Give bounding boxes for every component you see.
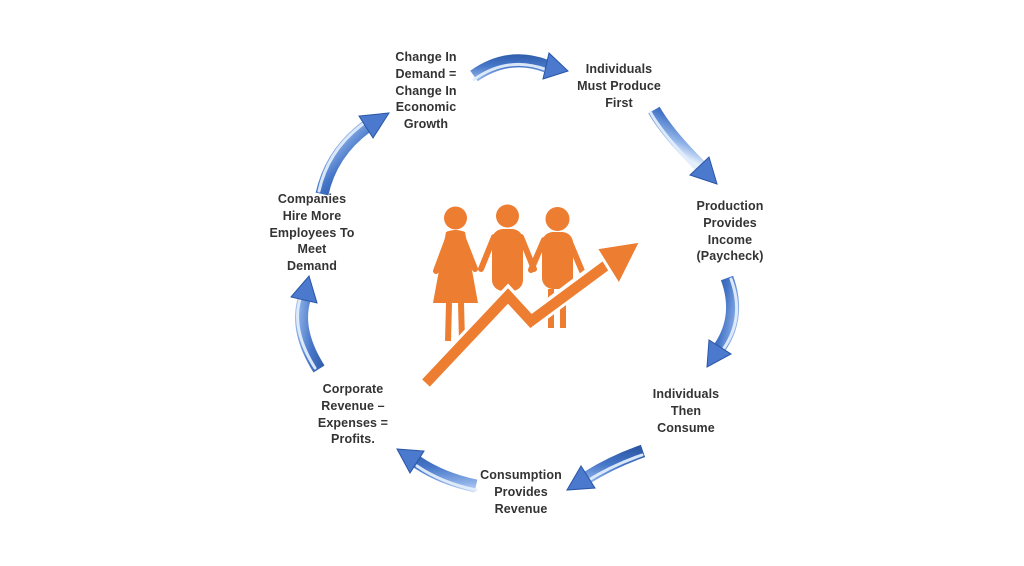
node-consumption-provides-revenue: Consumption Provides Revenue — [480, 468, 562, 516]
cycle-arrow-produce-to-income — [648, 106, 718, 185]
cycle-arrow-demand-to-produce — [470, 52, 569, 82]
person-arms — [433, 233, 478, 274]
cycle-arrow-income-to-consume — [706, 275, 740, 368]
person-body — [542, 232, 573, 289]
person-head — [444, 206, 467, 230]
cycle-arrow-revenue-to-profits — [396, 448, 478, 493]
people-growth-icon — [421, 204, 644, 387]
person-head — [545, 207, 570, 231]
cycle-arrow-profits-to-hire — [290, 274, 325, 373]
node-corporate-revenue-profits: Corporate Revenue – Expenses = Profits. — [317, 382, 389, 447]
node-production-provides-income: Production Provides Income (Paycheck) — [696, 199, 764, 264]
cycle-arrow-hire-to-demand — [315, 112, 390, 196]
cycle-arrow-consume-to-revenue — [566, 444, 646, 491]
person-body — [492, 229, 523, 291]
person-arms — [528, 237, 585, 274]
trend-line — [422, 259, 612, 387]
trend-arrowhead — [593, 239, 644, 289]
person-head — [496, 204, 519, 228]
node-individuals-must-produce: Individuals Must Produce First — [577, 62, 661, 110]
node-change-in-demand: Change In Demand = Change In Economic Gr… — [395, 50, 457, 132]
node-individuals-then-consume: Individuals Then Consume — [652, 387, 720, 435]
node-companies-hire-more: Companies Hire More Employees To Meet De… — [269, 192, 355, 274]
